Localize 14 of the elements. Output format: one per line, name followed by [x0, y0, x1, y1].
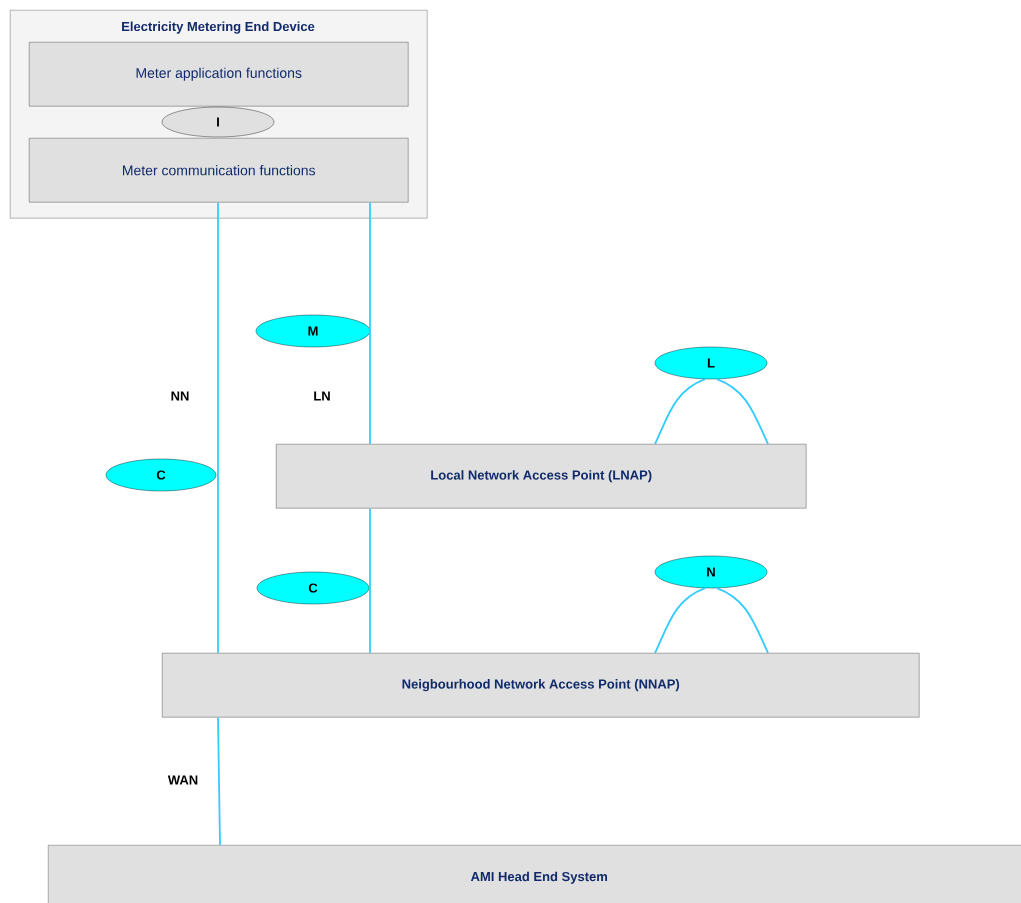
connector-line [715, 378, 769, 445]
connector-line [369, 201, 371, 445]
connector-line [217, 201, 219, 654]
system-box: AMI Head End System [48, 845, 1021, 903]
edge-label: WAN [166, 774, 200, 786]
connector-line [654, 587, 707, 654]
connector-line [654, 378, 707, 445]
connector-line [217, 716, 221, 846]
connector-line [369, 507, 371, 654]
edge-label: NN [169, 390, 191, 402]
system-box: Neigbourhood Network Access Point (NNAP) [162, 653, 920, 718]
system-box: Local Network Access Point (LNAP) [276, 444, 807, 509]
edge-label: LN [312, 390, 332, 402]
connector-line [715, 587, 769, 654]
